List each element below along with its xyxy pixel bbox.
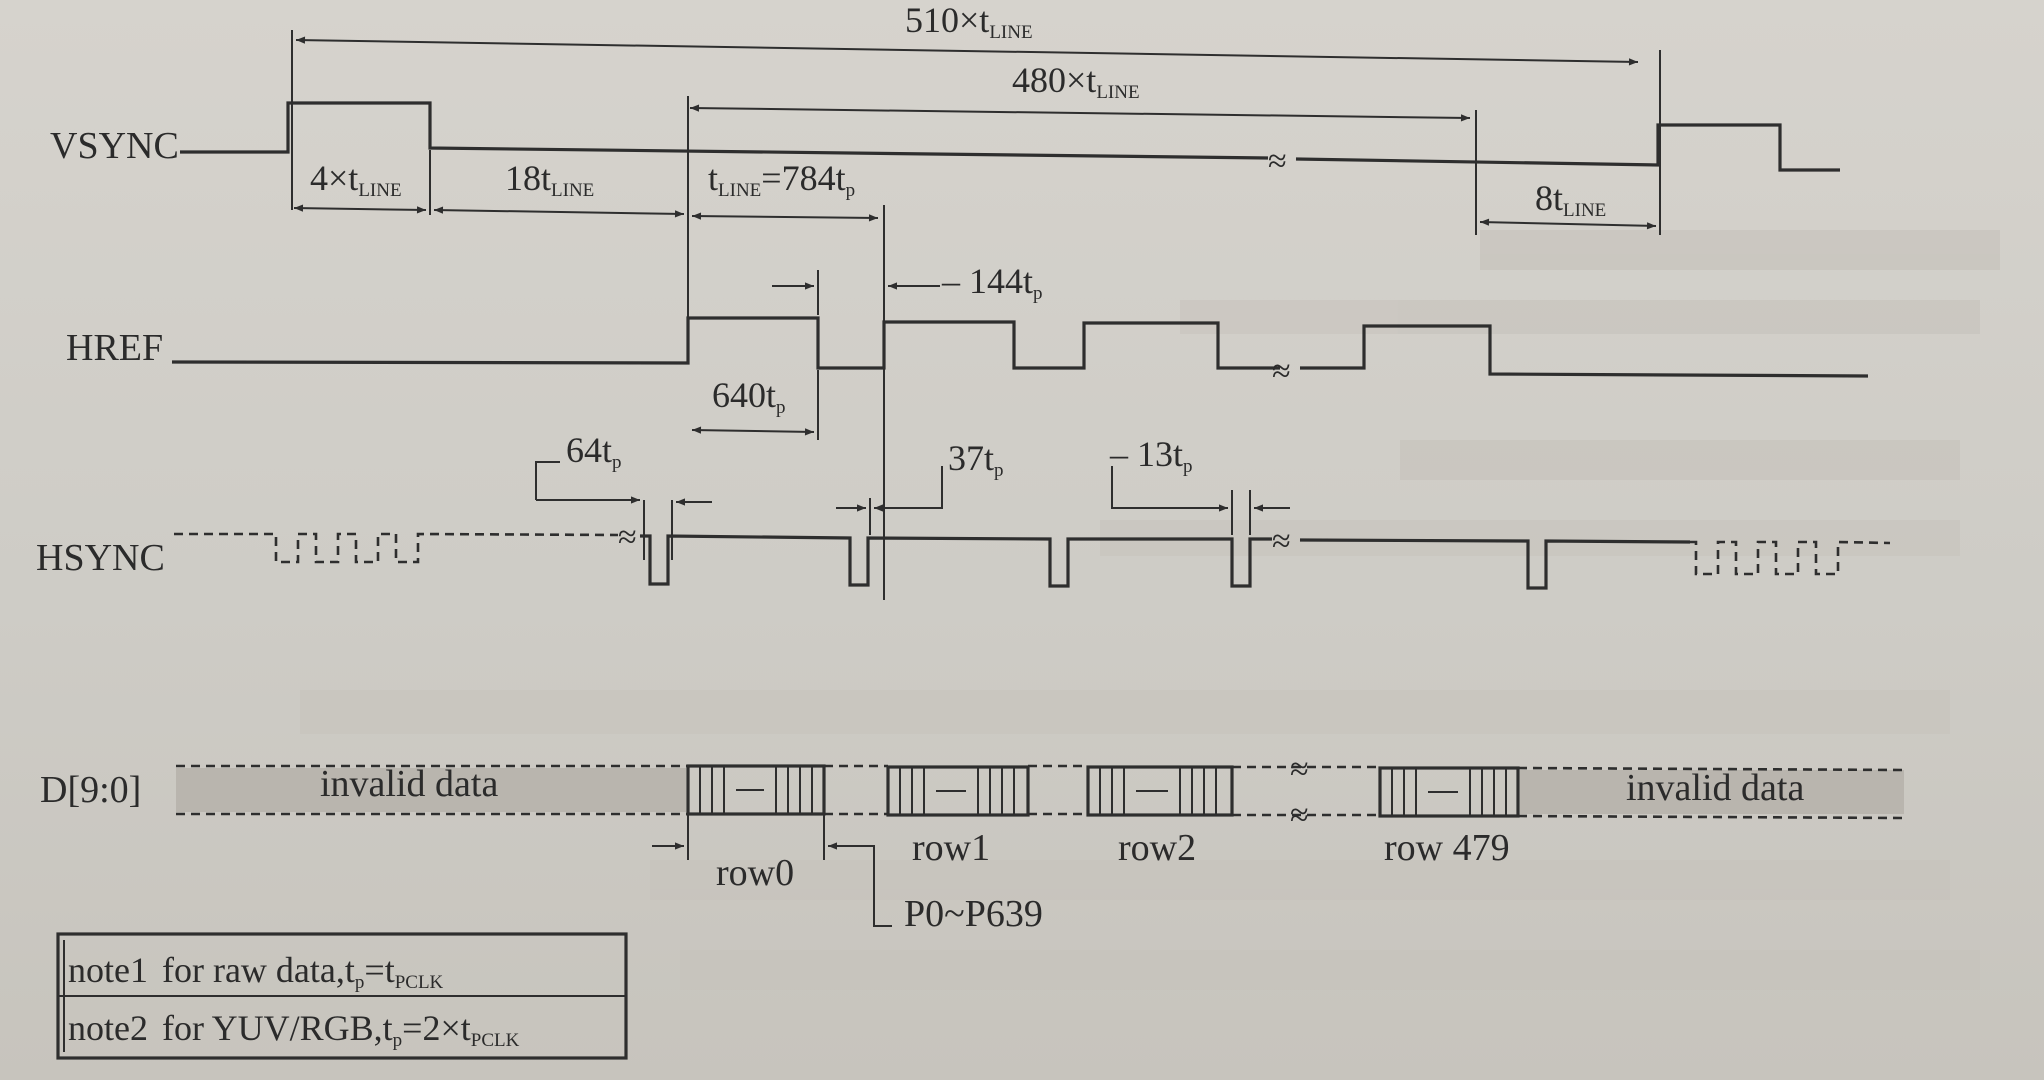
hsync-waveform: ≈ ≈: [174, 519, 1891, 590]
data-bus: ≈ ≈: [176, 751, 1905, 834]
bleed-through-background: [300, 230, 2000, 990]
pixels-leader: [866, 845, 892, 927]
data-break-mark-bottom: ≈: [1290, 797, 1309, 834]
hsync-c-label: – 13tp: [1109, 434, 1193, 477]
href-high-arrow: [691, 426, 815, 436]
front-porch-arrow: [1479, 218, 1657, 230]
line-time-label: tLINE=784tp: [708, 158, 855, 201]
href-break-mark: ≈: [1272, 353, 1291, 390]
line-time-arrow: [691, 212, 879, 222]
hsync-break-mark-left: ≈: [618, 519, 637, 556]
notes-box: [56, 932, 628, 1060]
front-porch-label: 8tLINE: [1535, 178, 1606, 221]
row1-block: [886, 765, 1030, 817]
hsync-a-leader: [535, 461, 560, 500]
active-lines-arrow: [689, 104, 1471, 122]
row0-block: [686, 764, 826, 816]
row479-label: row 479: [1384, 827, 1510, 869]
row1-label: row1: [912, 827, 990, 869]
href-waveform: ≈: [171, 316, 1869, 390]
invalid-data-left: invalid data: [320, 763, 498, 805]
row0-label: row0: [716, 852, 794, 894]
hsync-a-label: 64tp: [566, 430, 622, 473]
href-low-label: – 144tp: [941, 261, 1043, 304]
hsync-break-mark-right: ≈: [1272, 523, 1291, 560]
back-porch-arrow: [433, 206, 685, 218]
hsync-b-label: 37tp: [948, 438, 1004, 481]
vsync-waveform: ≈: [180, 101, 1840, 180]
href-high-label: 640tp: [712, 375, 786, 418]
hsync-b-leader: [916, 466, 943, 509]
frame-total-arrow: [295, 36, 1639, 66]
data-label: D[9:0]: [40, 769, 141, 811]
vsync-break-mark: ≈: [1268, 143, 1287, 180]
href-label: HREF: [66, 327, 163, 369]
pixels-label: P0~P639: [904, 893, 1043, 935]
row2-label: row2: [1118, 827, 1196, 869]
invalid-data-right: invalid data: [1626, 767, 1804, 809]
row2-block: [1086, 765, 1234, 817]
vsync-pulse-label: 4×tLINE: [310, 158, 402, 201]
data-break-mark-top: ≈: [1290, 751, 1309, 788]
row479-block: [1378, 766, 1520, 818]
back-porch-label: 18tLINE: [505, 158, 594, 201]
vsync-label: VSYNC: [50, 125, 179, 167]
frame-total-label: 510×tLINE: [905, 0, 1033, 43]
hsync-label: HSYNC: [36, 537, 165, 579]
vsync-pulse-arrow: [293, 204, 427, 214]
active-lines-label: 480×tLINE: [1012, 60, 1140, 103]
